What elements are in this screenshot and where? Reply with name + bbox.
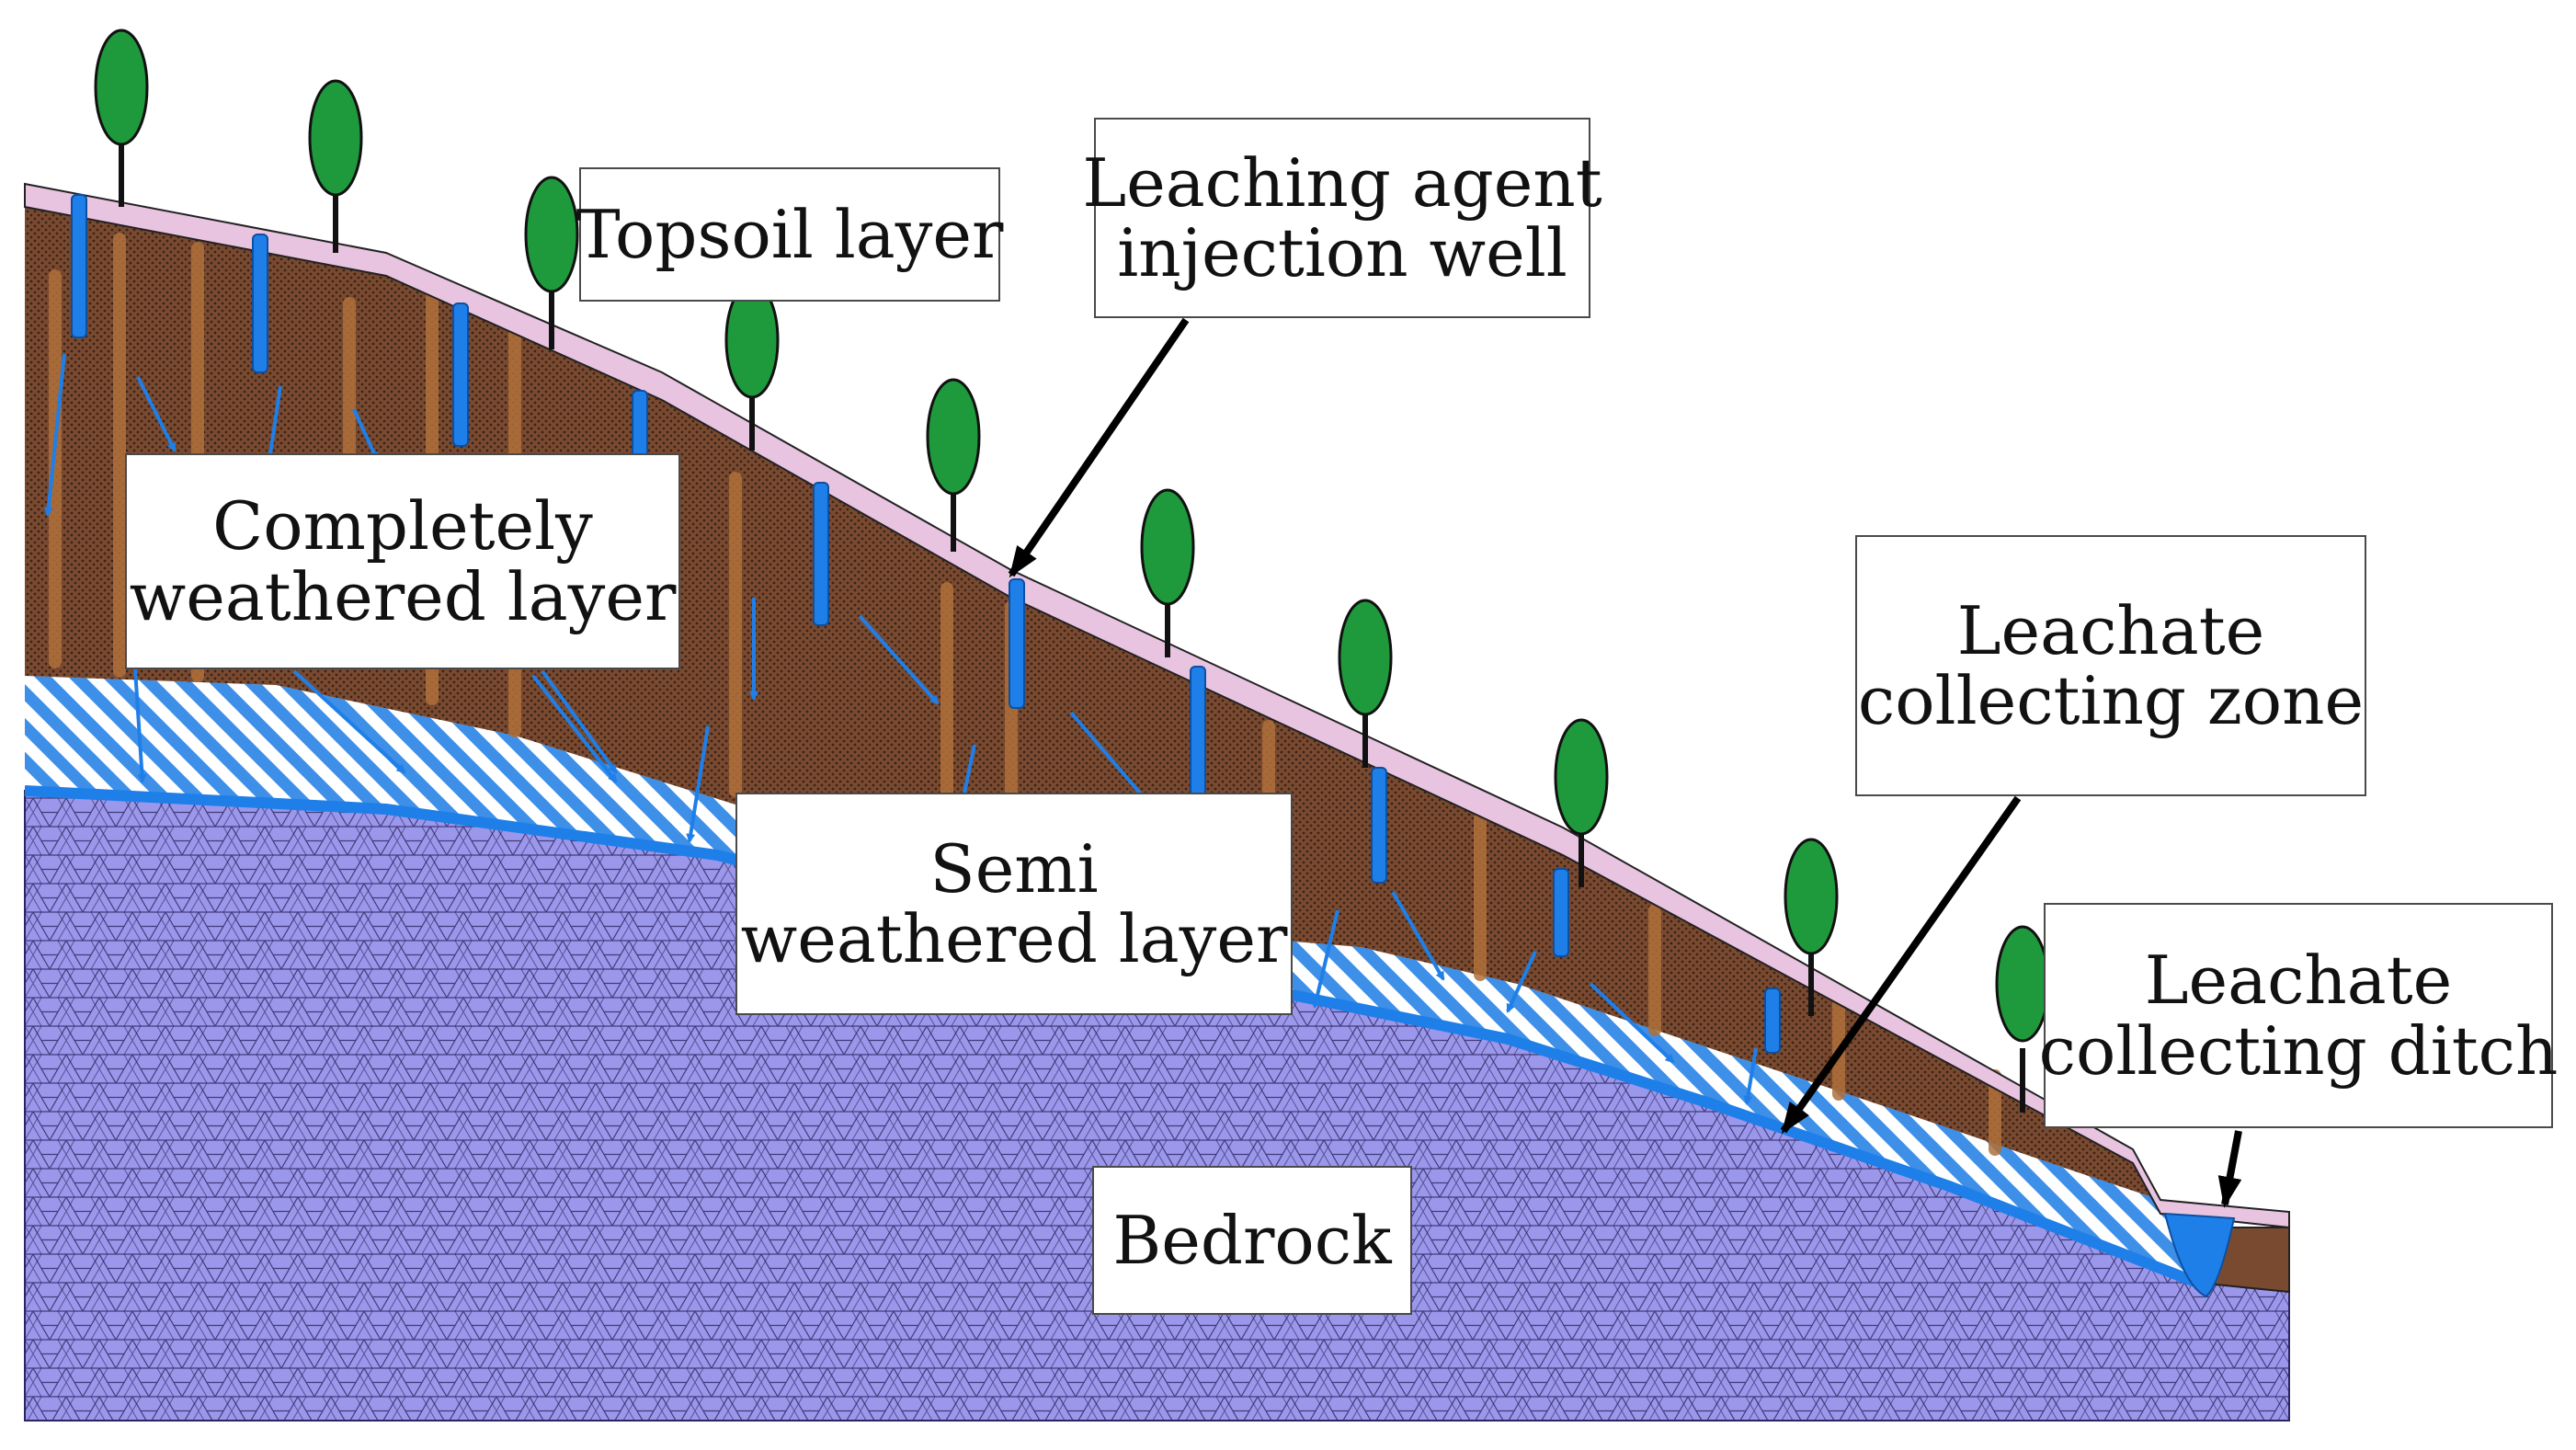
flow-arrow-icon	[1506, 951, 1537, 1013]
tree-icon	[308, 79, 363, 253]
injection-well-pointer	[1008, 317, 1190, 578]
flow-arrow-icon	[541, 669, 618, 774]
tree-icon	[1140, 488, 1195, 657]
label-completely-weathered-layer: Completely weathered layer	[125, 453, 680, 669]
tree-icon	[1554, 718, 1609, 887]
flow-arrow-icon	[352, 408, 379, 462]
label-leachate-collecting-zone: Leachate collecting zone	[1855, 535, 2366, 796]
injection-well-icon	[71, 194, 87, 338]
injection-wells	[71, 194, 1781, 1054]
collecting-zone-pointer	[1780, 795, 2022, 1135]
flow-arrow-icon	[1391, 890, 1445, 981]
injection-well-icon	[1190, 666, 1206, 796]
injection-well-icon	[252, 234, 268, 373]
semi-weathered-layer	[25, 676, 2188, 1283]
flow-arrow-icon	[686, 725, 710, 843]
label-semi-weathered-layer: Semi weathered layer	[735, 793, 1293, 1015]
completely-weathered-layer	[25, 184, 2160, 1200]
flow-arrow-icon	[531, 674, 618, 783]
label-bedrock: Bedrock	[1092, 1166, 1412, 1315]
flow-arrow-icon	[1743, 1047, 1758, 1105]
flow-arrow-icon	[43, 353, 66, 517]
leachate-flow-boundary	[24, 785, 2200, 1288]
collecting-ditch-pointer	[2217, 1130, 2242, 1208]
flow-arrow-icon	[1311, 909, 1339, 1009]
callout-arrows	[1008, 317, 2242, 1208]
tree-icon	[94, 29, 149, 207]
tree-icon	[1338, 599, 1393, 768]
flow-arrows	[43, 353, 1758, 1105]
injection-well-icon	[1371, 767, 1387, 884]
label-injection-well: Leaching agent injection well	[1082, 118, 1602, 318]
injection-well-icon	[1553, 868, 1569, 957]
tree-icon	[1784, 838, 1839, 1016]
injection-well-icon	[452, 303, 469, 447]
flow-arrow-icon	[858, 614, 940, 705]
leachate-collecting-ditch	[2163, 1212, 2236, 1298]
injection-well-icon	[1764, 988, 1781, 1054]
flow-arrow-icon	[1589, 982, 1675, 1064]
injection-well-icon	[1009, 578, 1025, 709]
injection-well-icon	[813, 482, 829, 626]
tree-icon	[724, 281, 780, 451]
label-topsoil-layer: Topsoil layer	[576, 167, 1003, 302]
tree-icon	[524, 176, 579, 349]
flow-arrow-icon	[136, 376, 177, 452]
trees	[94, 29, 2050, 1113]
tree-icon	[926, 378, 981, 552]
label-leachate-collecting-ditch: Leachate collecting ditch	[2039, 903, 2558, 1128]
flow-arrow-icon	[292, 669, 406, 774]
